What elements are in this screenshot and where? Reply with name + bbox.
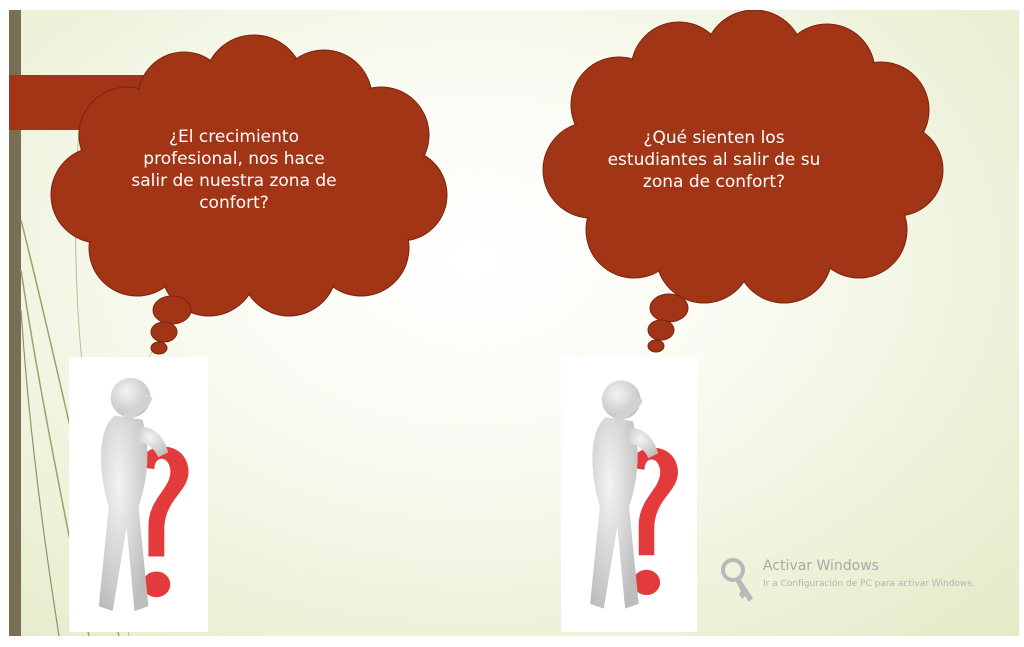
thought-bubble-right [542, 10, 944, 353]
bubble-left-question: ¿El crecimiento profesional, nos hace sa… [104, 126, 364, 214]
bubble-right-question: ¿Qué sienten los estudiantes al salir de… [584, 127, 844, 193]
windows-activation-watermark: Activar Windows Ir a Configuración de PC… [721, 558, 1019, 608]
bubble-right-line-2: estudiantes al salir de su [607, 150, 821, 170]
bubble-left-line-3: salir de nuestra zona de [131, 171, 337, 191]
bubble-right-line-1: ¿Qué sienten los [643, 128, 785, 148]
thinking-person-icon [98, 377, 189, 612]
slide-accent-bar [9, 10, 21, 636]
bubble-left-line-2: profesional, nos hace [143, 149, 325, 169]
bubble-right-line-3: zona de confort? [642, 172, 786, 192]
presentation-slide: ¿El crecimiento profesional, nos hace sa… [9, 10, 1019, 636]
watermark-title: Activar Windows [763, 558, 879, 574]
thinking-person-right-image [561, 357, 697, 632]
key-icon [721, 558, 753, 602]
thinking-person-icon [590, 380, 678, 609]
watermark-subtitle: Ir a Configuración de PC para activar Wi… [763, 579, 975, 589]
thought-bubble-left [50, 34, 448, 355]
bubble-left-line-4: confort? [199, 193, 269, 213]
bubble-left-line-1: ¿El crecimiento [169, 127, 299, 147]
thinking-person-left-image [69, 357, 208, 632]
